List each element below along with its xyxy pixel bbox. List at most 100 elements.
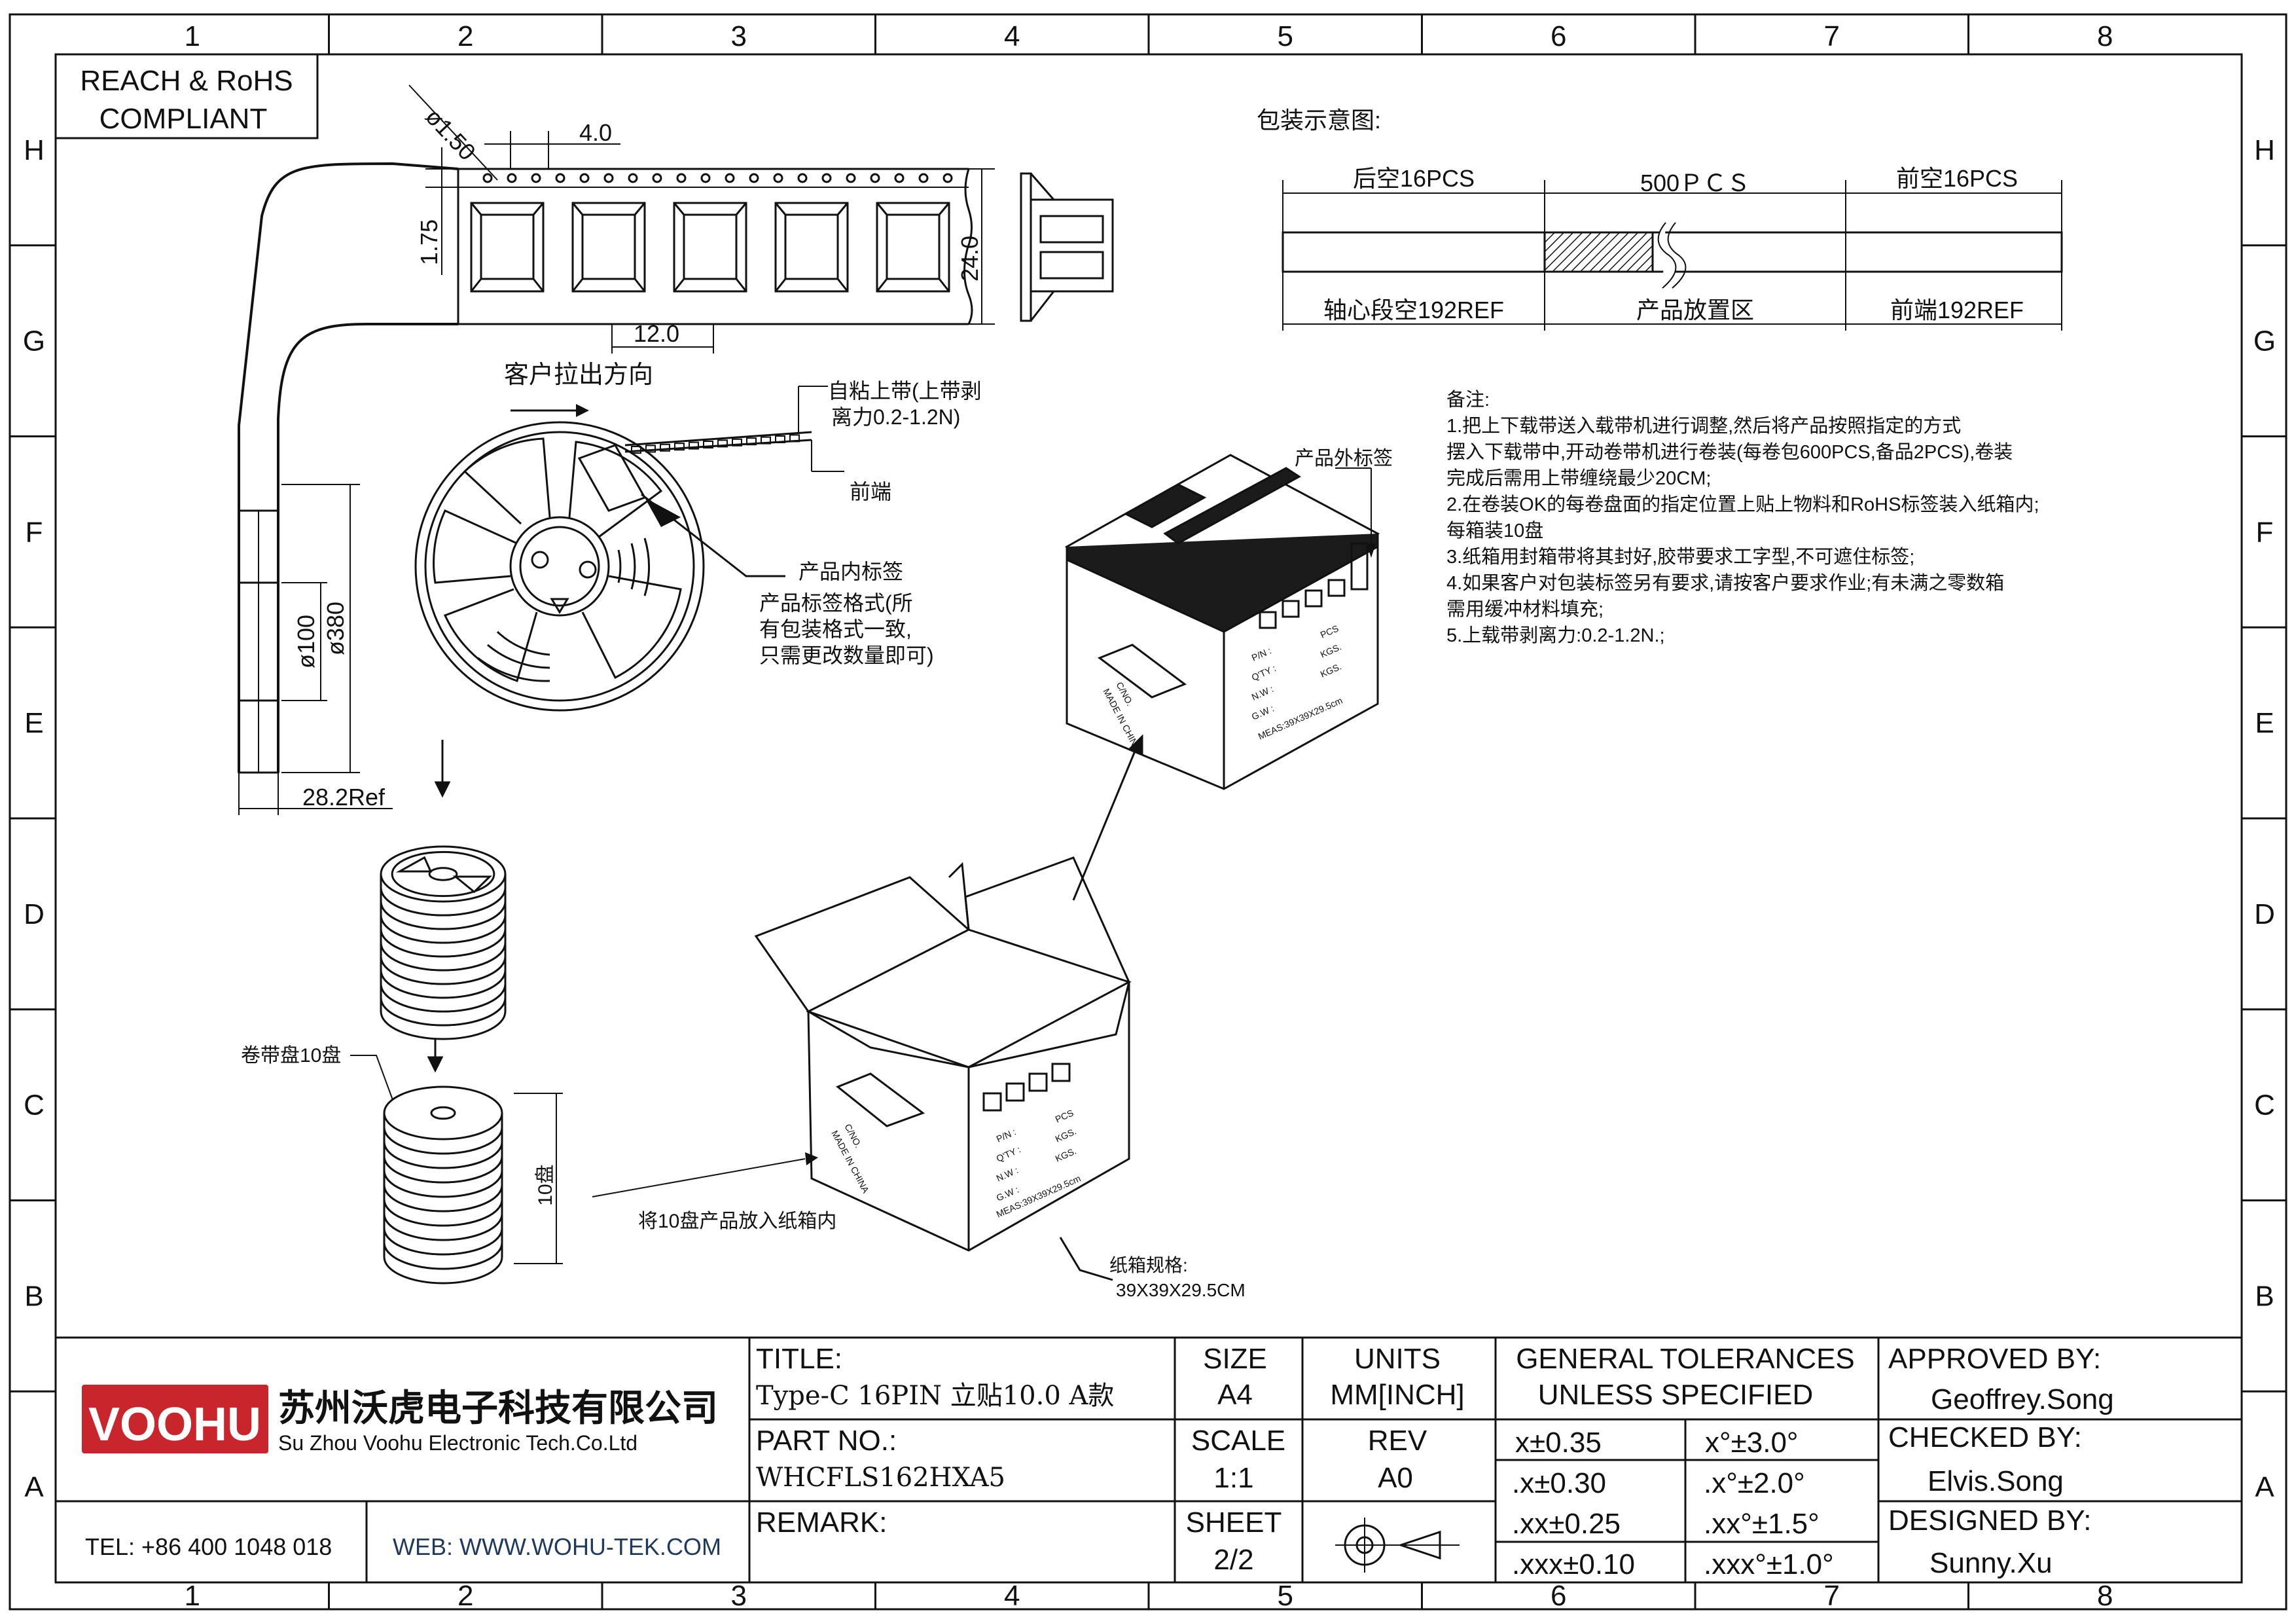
cover-tape-label-1: 自粘上带(上带剥 bbox=[828, 379, 982, 403]
tolerance-linear: .xx±0.25 bbox=[1512, 1508, 1621, 1540]
notes: 备注: 1.把上下载带送入载带机进行调整,然后将产品按照指定的方式 摆入下载带中… bbox=[1446, 389, 2039, 646]
zone-column-label: 8 bbox=[2097, 1580, 2113, 1612]
sprocket-hole bbox=[773, 173, 783, 183]
cover-tape-label-2: 离力0.2-1.2N) bbox=[831, 405, 960, 429]
zone-row-label: A bbox=[2255, 1471, 2274, 1503]
reel-dia-label: ø380 bbox=[322, 602, 349, 655]
note-line: 1.把上下载带送入载带机进行调整,然后将产品按照指定的方式 bbox=[1446, 415, 1961, 437]
carton-spec-title: 纸箱规格: bbox=[1109, 1255, 1188, 1275]
compliance-line-2: COMPLIANT bbox=[99, 103, 268, 135]
zone-column-label: 2 bbox=[457, 20, 473, 52]
part-no-value: WHCFLS162HXA5 bbox=[756, 1463, 1005, 1493]
tolerance-angular: .xxx°±1.0° bbox=[1704, 1548, 1834, 1580]
zone-column-label: 7 bbox=[1824, 1580, 1840, 1612]
tape-pocket bbox=[470, 202, 545, 293]
pcs-qty-label: 500ＰＣＳ bbox=[1640, 170, 1750, 196]
tolerance-title-2: UNLESS SPECIFIED bbox=[1538, 1379, 1814, 1411]
zone-column-label: 4 bbox=[1004, 20, 1020, 52]
tolerance-title-1: GENERAL TOLERANCES bbox=[1516, 1343, 1855, 1375]
zone-row-label: D bbox=[2254, 898, 2275, 930]
outer-label-text: 产品外标签 bbox=[1295, 447, 1393, 470]
hole-dia-label: ø1.50 bbox=[420, 103, 481, 165]
tape-pocket-inner bbox=[480, 213, 535, 280]
pull-direction-label: 客户拉出方向 bbox=[504, 361, 653, 389]
tolerance-angular: .xx°±1.5° bbox=[1704, 1508, 1820, 1540]
web-text: WEB: WWW.WOHU-TEK.COM bbox=[393, 1533, 721, 1560]
compliance-box: REACH & RoHS COMPLIANT bbox=[54, 53, 319, 139]
pitch-label: 4.0 bbox=[579, 119, 612, 146]
tape-pocket bbox=[673, 202, 747, 293]
logo-text: VOOHU bbox=[88, 1398, 261, 1451]
closed-carton-meas: MEAS:39X39X29.5cm bbox=[1257, 695, 1344, 741]
zone-row-label: F bbox=[26, 516, 43, 548]
open-carton-kgs-1: KGS. bbox=[1054, 1126, 1078, 1144]
checked-label: CHECKED BY: bbox=[1888, 1421, 2082, 1453]
tape-pocket-inner bbox=[581, 213, 636, 280]
tolerance-linear: .x±0.30 bbox=[1512, 1467, 1606, 1499]
zone-row-label: B bbox=[2255, 1280, 2274, 1312]
hub-section-label: 轴心段空192REF bbox=[1323, 297, 1504, 323]
rev-label: REV bbox=[1368, 1425, 1427, 1457]
sprocket-hole bbox=[700, 173, 711, 183]
closed-carton-kgs-2: KGS. bbox=[1319, 661, 1343, 680]
front-end-length-label: 前端192REF bbox=[1890, 297, 2024, 323]
company-name-cn: 苏州沃虎电子科技有限公司 bbox=[278, 1387, 718, 1429]
tape-pocket bbox=[571, 202, 646, 293]
reel-stack-bottom bbox=[383, 1085, 503, 1285]
open-carton-labels: C/NO. MADE IN CHINA P/N : Q'TY : N.W : G… bbox=[829, 1107, 1082, 1219]
tel-text: TEL: +86 400 1048 018 bbox=[85, 1533, 332, 1560]
reel-annotations bbox=[511, 386, 844, 472]
carrier-tape: ø1.50 4.0 1.75 24.0 12.0 bbox=[238, 84, 995, 773]
zone-column-label: 5 bbox=[1278, 20, 1293, 52]
note-line: 5.上载带剥离力:0.2-1.2N.; bbox=[1446, 625, 1665, 646]
stack-label: 卷带盘10盘 bbox=[241, 1045, 341, 1067]
sprocket-hole bbox=[797, 173, 808, 183]
sprocket-hole bbox=[531, 173, 541, 183]
tolerance-linear: x±0.35 bbox=[1515, 1427, 1602, 1459]
units-value: MM[INCH] bbox=[1330, 1379, 1464, 1411]
designed-label: DESIGNED BY: bbox=[1888, 1504, 2092, 1537]
zone-column-label: 5 bbox=[1278, 1580, 1293, 1612]
hub-dia-label: ø100 bbox=[293, 615, 319, 668]
product-area-label: 产品放置区 bbox=[1636, 297, 1754, 323]
zone-row-label: E bbox=[2255, 707, 2274, 739]
note-line: 4.如果客户对包装标签另有要求,请按客户要求作业;有未满之零数箱 bbox=[1446, 572, 2004, 594]
rev-value: A0 bbox=[1378, 1462, 1413, 1494]
width-dim-label: 24.0 bbox=[956, 236, 983, 282]
zone-column-label: 6 bbox=[1551, 20, 1566, 52]
zone-column-label: 7 bbox=[1824, 20, 1840, 52]
note-line: 完成后需用上带缠绕最少20CM; bbox=[1446, 467, 1711, 489]
sprocket-hole bbox=[628, 173, 638, 183]
scale-label: SCALE bbox=[1191, 1425, 1285, 1457]
sprocket-hole bbox=[749, 173, 759, 183]
zone-column-label: 3 bbox=[731, 1580, 747, 1612]
open-carton-nw: N.W : bbox=[995, 1165, 1020, 1184]
zone-row-label: C bbox=[2254, 1089, 2275, 1122]
tape-pocket-inner bbox=[886, 213, 941, 280]
zone-column-label: 2 bbox=[457, 1580, 473, 1612]
title-label: TITLE: bbox=[756, 1343, 842, 1375]
package-diagram bbox=[1282, 180, 2063, 331]
tape-pocket bbox=[876, 202, 950, 293]
zone-column-label: 8 bbox=[2097, 20, 2113, 52]
title-block bbox=[56, 1336, 2242, 1582]
sprocket-hole bbox=[676, 173, 687, 183]
reel-stack-top bbox=[380, 845, 507, 1040]
into-carton-label: 将10盘产品放入纸箱内 bbox=[638, 1211, 836, 1232]
zone-row-label: H bbox=[24, 134, 45, 166]
open-carton bbox=[754, 856, 1132, 1281]
zone-column-label: 6 bbox=[1551, 1580, 1566, 1612]
front-empty-label: 前空16PCS bbox=[1896, 165, 2018, 192]
closed-carton-gw: G.W : bbox=[1250, 703, 1276, 722]
part-no-label: PART NO.: bbox=[756, 1425, 897, 1457]
zone-column-label: 1 bbox=[185, 20, 200, 52]
note-line: 需用缓冲材料填充; bbox=[1446, 598, 1604, 620]
sprocket-hole bbox=[579, 173, 590, 183]
open-carton-kgs-2: KGS. bbox=[1054, 1146, 1078, 1164]
arrow-to-closed-carton bbox=[1072, 734, 1143, 901]
sprocket-hole bbox=[603, 173, 614, 183]
zone-column-label: 3 bbox=[731, 20, 747, 52]
sprocket-hole bbox=[652, 173, 662, 183]
zone-row-label: H bbox=[2254, 134, 2275, 166]
